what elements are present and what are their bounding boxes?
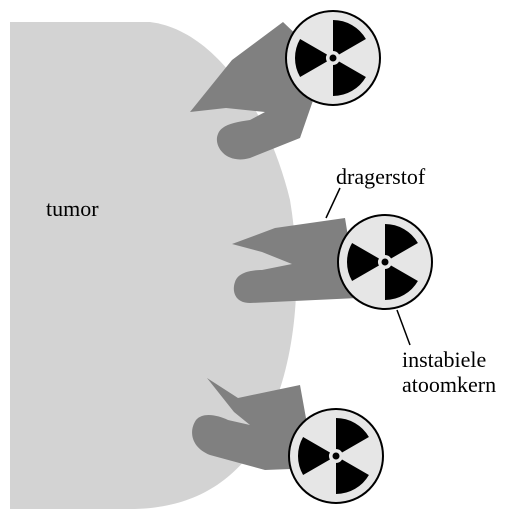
carrier-leader-line	[326, 188, 340, 218]
carrier-label: dragerstof	[336, 164, 426, 189]
nucleus-label-line2: atoomkern	[402, 372, 496, 397]
unstable-nucleus-3	[287, 409, 383, 504]
nucleus-leader-line	[397, 310, 410, 345]
nucleus-label-line1: instabiele	[402, 347, 486, 372]
tumor-label: tumor	[46, 196, 99, 221]
